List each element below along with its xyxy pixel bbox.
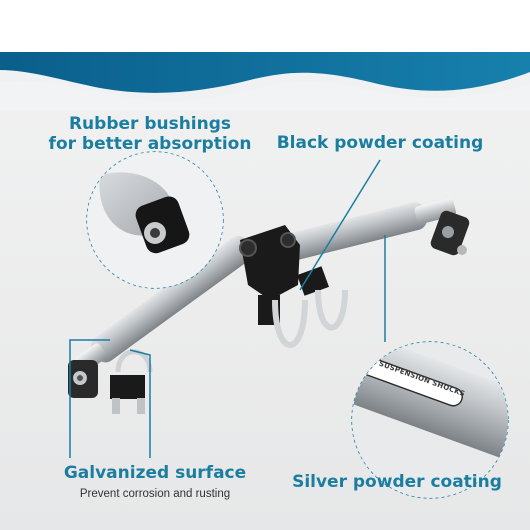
rubber-line-1: Rubber bushings xyxy=(68,114,232,134)
galvanized-pointer-2 xyxy=(129,349,151,458)
left-end-eyelet xyxy=(68,360,98,398)
right-end-eyelet xyxy=(430,210,470,256)
rubber-line-2: for better absorption xyxy=(48,133,252,154)
callout-lines xyxy=(69,159,386,458)
galvanized-surface-label: Galvanized surface xyxy=(63,463,247,483)
top-wave-banner xyxy=(0,0,530,110)
silver-coating-zoom: SUSPENSION SHOCKS xyxy=(351,341,509,499)
center-u-bolts xyxy=(272,289,348,348)
left-u-bolt-bracket xyxy=(110,349,153,414)
black-coating-pointer xyxy=(299,159,381,291)
silver-powder-coating-label: Silver powder coating xyxy=(292,472,502,492)
rubber-bushing-zoom xyxy=(86,151,224,289)
galvanized-subtitle: Prevent corrosion and rusting xyxy=(79,488,231,500)
right-shock-arm xyxy=(278,198,456,262)
black-powder-coating-label: Black powder coating xyxy=(276,133,484,153)
center-black-bracket xyxy=(239,225,329,325)
rubber-bushings-label: Rubber bushings for better absorption xyxy=(30,114,270,154)
galvanized-pointer xyxy=(69,339,110,458)
